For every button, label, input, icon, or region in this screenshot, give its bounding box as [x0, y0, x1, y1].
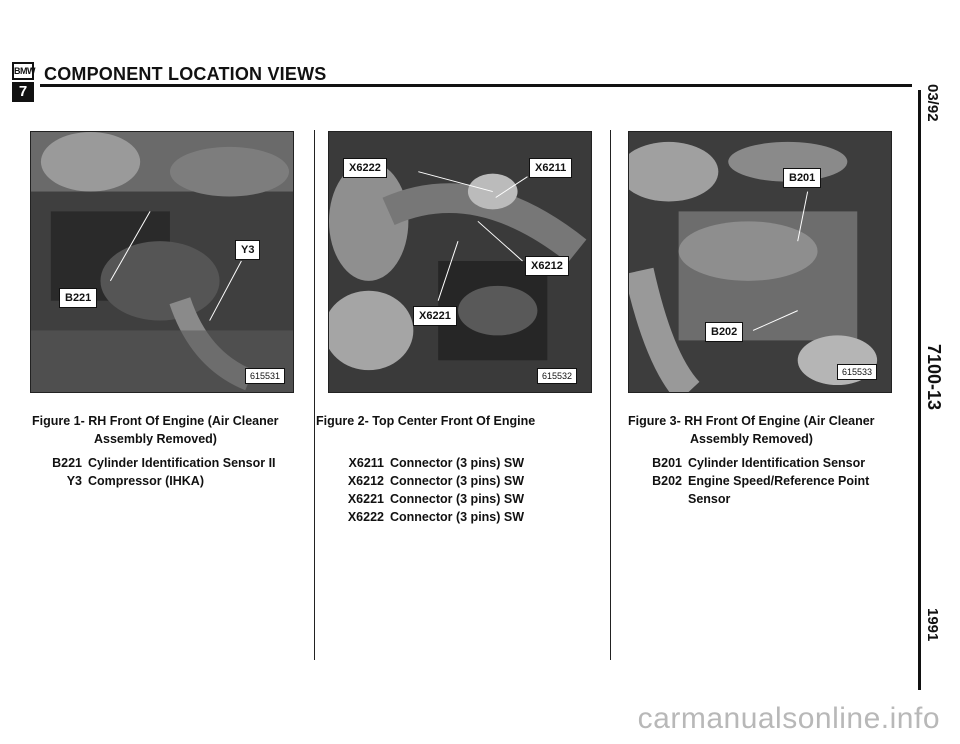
engine-photo-image: [629, 132, 891, 392]
caption-line: Figure 2- Top Center Front Of Engine: [316, 414, 536, 428]
legend-item: X6221 Connector (3 pins) SW: [340, 490, 524, 508]
logo-brand: BMW: [12, 62, 36, 80]
component-code: [648, 490, 682, 508]
legend-item: Y3 Compressor (IHKA): [48, 472, 276, 490]
component-code: B221: [52, 456, 82, 470]
figure-3-caption: Figure 3- RH Front Of Engine (Air Cleane…: [628, 412, 875, 448]
component-description: Compressor (IHKA): [88, 474, 204, 488]
legend-item: B221 Cylinder Identification Sensor II: [48, 454, 276, 472]
margin-section-number: 7100-13: [921, 340, 946, 415]
legend-item: X6211 Connector (3 pins) SW: [340, 454, 525, 472]
component-description: Connector (3 pins) SW: [390, 474, 525, 488]
margin-date: 03/92: [922, 80, 943, 126]
figure-2-legend: X6211 Connector (3 pins) SW X6212 Connec…: [340, 454, 524, 526]
photo-number: 615533: [837, 364, 878, 380]
engine-photo-image: [31, 132, 293, 392]
callout-x6221: X6221: [413, 306, 457, 326]
bmw-7-logo: BMW 7: [12, 62, 36, 104]
callout-x6222: X6222: [343, 158, 387, 178]
component-description: Connector (3 pins) SW: [390, 510, 525, 524]
caption-line: Figure 1- RH Front Of Engine (Air Cleane…: [32, 414, 279, 428]
photo-number: 615531: [245, 368, 286, 384]
callout-y3: Y3: [235, 240, 261, 260]
component-code: X6212: [347, 474, 384, 488]
caption-line: Assembly Removed): [94, 432, 217, 446]
callout-b201: B201: [783, 168, 822, 188]
watermark: carmanualsonline.info: [637, 702, 940, 735]
header-rule: [40, 84, 912, 87]
component-description: Cylinder Identification Sensor: [688, 456, 866, 470]
page-title: COMPONENT LOCATION VIEWS: [44, 64, 327, 84]
component-code: B202: [652, 474, 682, 488]
legend-item: Sensor: [648, 490, 869, 508]
component-code: B201: [652, 456, 682, 470]
legend-item: X6222 Connector (3 pins) SW: [340, 508, 524, 526]
figure-2-caption: Figure 2- Top Center Front Of Engine: [316, 412, 535, 430]
component-code: Y3: [66, 474, 82, 488]
caption-line: Figure 3- RH Front Of Engine (Air Cleane…: [628, 414, 875, 428]
margin-year: 1991: [922, 604, 943, 646]
photo-number: 615532: [537, 368, 578, 384]
figure-1-photo: Y3 B221 615531: [30, 131, 294, 393]
callout-b221: B221: [59, 288, 98, 308]
component-code: X6222: [347, 510, 384, 524]
component-code: X6211: [348, 456, 384, 470]
column-divider: [610, 130, 611, 660]
component-description: Cylinder Identification Sensor II: [88, 456, 276, 470]
caption-line: Assembly Removed): [690, 432, 813, 446]
legend-item: B201 Cylinder Identification Sensor: [648, 454, 869, 472]
callout-b202: B202: [705, 322, 744, 342]
figure-2-photo: X6222 X6211 X6212 X6221 615532: [328, 131, 592, 393]
component-description: Connector (3 pins) SW: [390, 456, 525, 470]
figure-3-legend: B201 Cylinder Identification Sensor B202…: [648, 454, 869, 508]
logo-series: 7: [12, 82, 34, 102]
component-description: Connector (3 pins) SW: [390, 492, 525, 506]
component-code: X6221: [347, 492, 384, 506]
component-description: Engine Speed/Reference Point: [688, 474, 870, 488]
figure-3-photo: B201 B202 615533: [628, 131, 892, 393]
figure-1-legend: B221 Cylinder Identification Sensor II Y…: [48, 454, 276, 490]
component-description: Sensor: [688, 492, 731, 506]
callout-x6211: X6211: [529, 158, 573, 178]
margin-rule: [918, 90, 921, 690]
figure-1-caption: Figure 1- RH Front Of Engine (Air Cleane…: [32, 412, 279, 448]
legend-item: B202 Engine Speed/Reference Point: [648, 472, 869, 490]
column-divider: [314, 130, 315, 660]
callout-x6212: X6212: [525, 256, 569, 276]
legend-item: X6212 Connector (3 pins) SW: [340, 472, 524, 490]
